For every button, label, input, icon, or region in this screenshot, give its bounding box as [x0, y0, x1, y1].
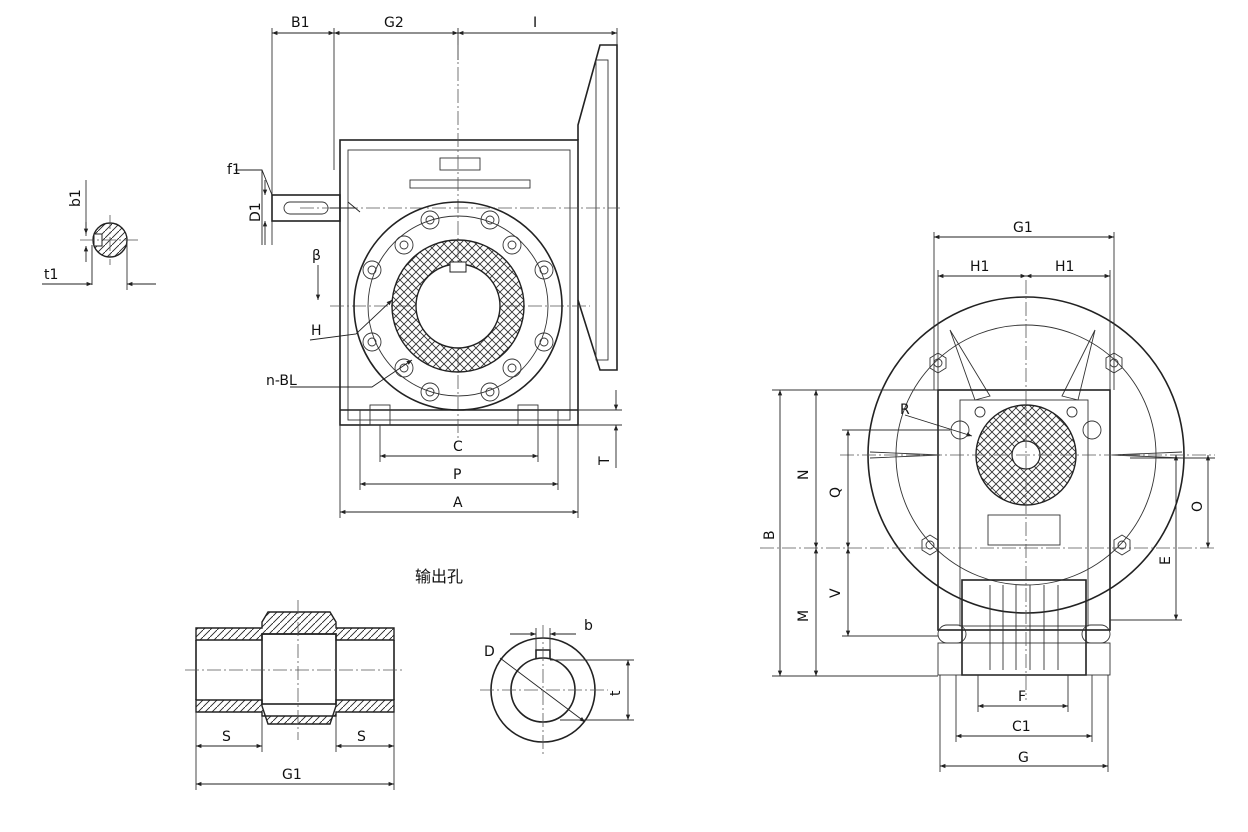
label-g2-dim: G2 — [384, 15, 404, 31]
front-view — [235, 28, 622, 518]
label-s-left: S — [222, 729, 231, 745]
label-n-bl: n-BL — [266, 373, 297, 389]
label-b1-dim: B1 — [291, 15, 310, 31]
label-g1-bottom: G1 — [282, 767, 302, 783]
label-f-dim: F — [1018, 689, 1026, 705]
label-d1: D1 — [248, 202, 264, 222]
label-t-dim: T — [597, 456, 613, 466]
label-b-key: b — [584, 618, 593, 634]
label-a-dim: A — [453, 495, 463, 511]
bore-keyway-detail — [480, 625, 634, 755]
label-g-dim: G — [1018, 750, 1029, 766]
label-beta: β — [312, 248, 321, 264]
label-r: R — [900, 402, 910, 418]
label-h1-left: H1 — [970, 259, 989, 275]
label-t-key: t — [608, 690, 624, 696]
label-s-right: S — [357, 729, 366, 745]
shaft-key-detail — [42, 180, 156, 290]
side-view — [760, 232, 1215, 772]
label-d-bore: D — [484, 644, 495, 660]
label-b1-key: b1 — [68, 189, 84, 207]
label-h1-right: H1 — [1055, 259, 1074, 275]
label-e-dim: E — [1158, 556, 1174, 565]
label-g1-top: G1 — [1013, 220, 1033, 236]
label-n-dim: N — [796, 470, 812, 480]
label-c1-dim: C1 — [1012, 719, 1031, 735]
label-b-dim: B — [762, 530, 778, 540]
label-m-dim: M — [796, 610, 812, 622]
label-q-dim: Q — [828, 487, 844, 498]
label-p-dim: P — [453, 467, 461, 483]
output-hole-title: 输出孔 — [415, 567, 463, 586]
label-i-dim: I — [533, 15, 537, 31]
label-v-dim: V — [828, 588, 844, 598]
label-t1: t1 — [44, 267, 58, 283]
label-h: H — [311, 323, 322, 339]
label-f1: f1 — [227, 162, 241, 178]
label-c-dim: C — [453, 439, 463, 455]
label-o-dim: O — [1190, 501, 1206, 512]
output-hole-section — [185, 600, 405, 790]
